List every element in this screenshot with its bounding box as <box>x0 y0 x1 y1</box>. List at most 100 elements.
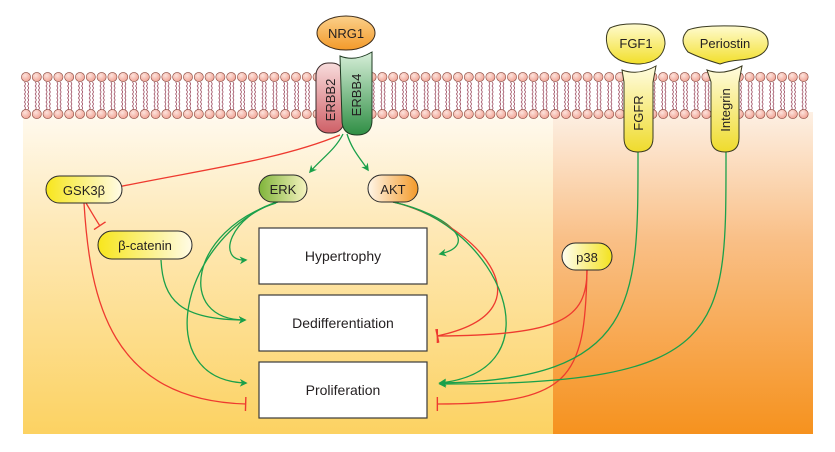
lipid-head <box>442 109 453 119</box>
lipid-tail <box>534 81 537 111</box>
edge-erbb4-erk <box>308 133 344 174</box>
lipid-head <box>172 109 183 119</box>
lipid-tail <box>199 81 202 111</box>
lipid-head <box>399 72 409 82</box>
ligand-nrg1[interactable]: NRG1 <box>316 15 376 51</box>
lipid-head <box>53 72 64 82</box>
lipid-tail <box>121 81 123 111</box>
receptor-integrin[interactable]: Integrin <box>706 65 743 153</box>
outcome-dedifferentiation[interactable]: Dedifferentiation <box>258 294 428 352</box>
lipid-tail <box>455 81 458 111</box>
lipid-tail <box>553 81 555 111</box>
lipid-head <box>388 109 399 119</box>
lipid-head <box>42 72 53 82</box>
lipid-head <box>258 72 269 82</box>
lipid-tail <box>664 81 667 111</box>
lipid-head <box>485 72 496 82</box>
lipid-head <box>420 72 431 82</box>
lipid-head <box>593 72 604 82</box>
lipid-head <box>280 109 291 119</box>
lipid-head <box>247 72 258 82</box>
lipid-tail <box>210 81 213 111</box>
lipid-tail <box>81 81 83 111</box>
lipid-tail <box>77 81 80 111</box>
ligand-periostin[interactable]: Periostin <box>682 25 769 65</box>
lipid-tail <box>772 81 775 111</box>
lipid-head <box>777 72 787 82</box>
lipid-tail <box>135 81 137 111</box>
node-gsk3b[interactable]: GSK3β <box>45 175 123 204</box>
lipid-head <box>301 109 312 119</box>
lipid-tail <box>164 81 167 111</box>
lipid-head <box>118 109 129 119</box>
lipid-tail <box>91 81 94 111</box>
edge-erk-dedifferentiation <box>200 202 277 324</box>
lipid-tail <box>423 81 426 111</box>
lipid-head <box>237 109 247 119</box>
lipid-tail <box>304 81 307 111</box>
lipid-tail <box>531 81 534 111</box>
lipid-head <box>604 72 615 82</box>
lipid-head <box>150 72 161 82</box>
receptor-fgfr[interactable]: FGFR <box>621 65 657 153</box>
lipid-head <box>204 72 215 82</box>
lipid-tail <box>272 81 275 111</box>
lipid-tail <box>801 81 804 111</box>
receptor-erbb2[interactable]: ERBB2 <box>315 62 345 134</box>
outcome-hypertrophy-label: Hypertrophy <box>305 248 381 264</box>
lipid-tail <box>661 81 663 111</box>
lipid-tail <box>704 81 707 111</box>
lipid-head <box>107 72 118 82</box>
lipid-head <box>582 72 593 82</box>
node-p38[interactable]: p38 <box>561 242 613 271</box>
lipid-tail <box>156 81 159 111</box>
lipid-tail <box>207 81 210 111</box>
lipid-head <box>247 109 258 119</box>
lipid-tail <box>145 81 148 111</box>
lipid-head <box>798 109 809 119</box>
lipid-head <box>280 72 291 82</box>
lipid-tail <box>671 81 674 111</box>
lipid-head <box>615 109 625 119</box>
lipid-tail <box>185 81 188 111</box>
lipid-head <box>301 72 312 82</box>
lipid-head <box>766 72 777 82</box>
ligand-fgf1[interactable]: FGF1 <box>605 23 666 65</box>
lipid-tail <box>685 81 688 111</box>
receptor-erbb4[interactable]: ERBB4 <box>339 51 373 136</box>
lipid-tail <box>682 81 685 111</box>
lipid-head <box>161 72 172 82</box>
lipid-tail <box>567 81 569 111</box>
lipid-head <box>690 72 701 82</box>
node-erk[interactable]: ERK <box>258 174 308 203</box>
lipid-tail <box>617 81 620 111</box>
lipid-tail <box>459 81 461 111</box>
node-akt[interactable]: AKT <box>367 174 419 203</box>
lipid-tail <box>415 81 418 111</box>
outcome-hypertrophy[interactable]: Hypertrophy <box>258 227 428 285</box>
lipid-head <box>64 72 75 82</box>
lipid-tail <box>693 81 696 111</box>
lipid-tail <box>261 81 264 111</box>
lipid-tail <box>739 81 742 111</box>
outcome-proliferation[interactable]: Proliferation <box>258 361 428 419</box>
lipid-head <box>150 109 161 119</box>
lipid-tail <box>67 81 69 111</box>
node-bcatenin[interactable]: β-catenin <box>97 230 193 260</box>
lipid-tail <box>131 81 134 111</box>
lipid-tail <box>502 81 505 111</box>
lipid-head <box>550 72 561 82</box>
ligand-fgf1-label: FGF1 <box>619 36 652 51</box>
lipid-head <box>777 109 787 119</box>
edges <box>83 133 727 412</box>
lipid-head <box>798 72 809 82</box>
node-gsk3b-label: GSK3β <box>63 183 105 198</box>
lipid-tail <box>34 81 37 111</box>
lipid-tail <box>761 81 764 111</box>
lipid-tail <box>102 81 105 111</box>
lipid-head <box>744 109 755 119</box>
lipid-head <box>571 72 582 82</box>
edge-bcatenin-dedifferentiation <box>160 259 247 324</box>
outcome-proliferation-label: Proliferation <box>306 382 381 398</box>
lipid-tail <box>189 81 191 111</box>
